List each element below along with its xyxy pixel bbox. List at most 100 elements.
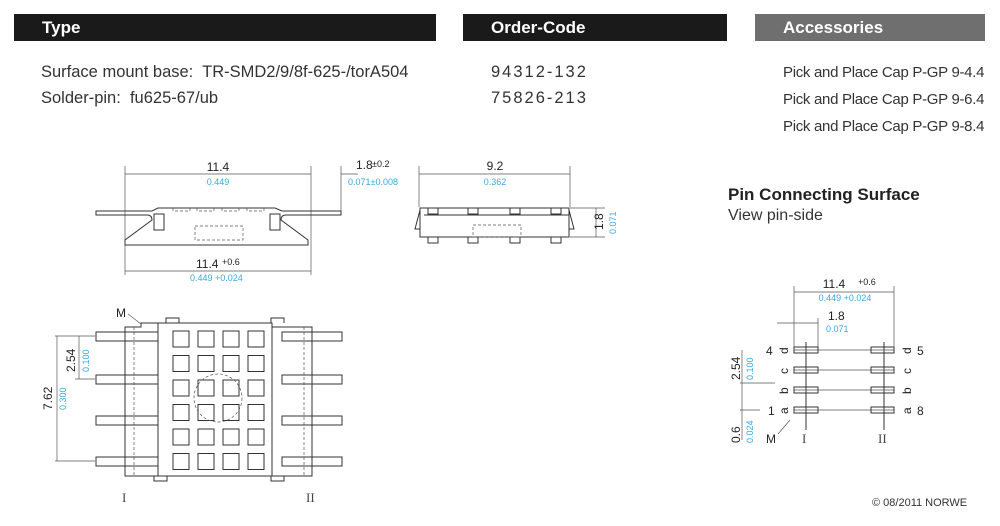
type-header: Type: [14, 14, 436, 41]
contact-cell: [222, 404, 240, 421]
offset-label: 0.6: [729, 426, 743, 443]
accessory-item: Pick and Place Cap P-GP 9-4.4: [783, 64, 985, 81]
lead-left: [95, 415, 159, 426]
contact-cell: [197, 330, 215, 348]
pin-pitch-label: 2.54: [729, 356, 743, 380]
contact-cell: [197, 404, 215, 421]
pin-side-i: I: [802, 431, 806, 446]
contact-cell: [197, 428, 215, 446]
pin-letter: b: [900, 387, 914, 394]
accessory-item: Pick and Place Cap P-GP 9-6.4: [783, 91, 985, 108]
lead-right: [281, 331, 343, 342]
lead-inch: 0.071±0.008: [348, 177, 398, 187]
contact-cell: [197, 379, 215, 397]
pin-letter: a: [900, 407, 914, 414]
copyright: © 08/2011 NORWE: [872, 497, 968, 509]
side-view-drawing: 11.4 0.449 1.8 ±0.2 0.071±0.008 11.4 +0.…: [95, 158, 398, 283]
contact-cell: [172, 355, 190, 372]
side-i-label: I: [122, 490, 126, 505]
contact-cell: [197, 453, 215, 470]
top-view-drawing: M 2.54 0.100 7.62 0.300 I II: [41, 306, 343, 505]
pin-side-ii: II: [878, 431, 887, 446]
end-height-inch: 0.071: [608, 211, 618, 234]
contact-cell: [222, 330, 240, 348]
pad-label: 1.8: [828, 309, 845, 323]
contact-cell: [172, 330, 190, 348]
pin-8-label: 8: [917, 404, 924, 418]
order-code-header: Order-Code: [463, 14, 727, 41]
order-code-1: 94312-132: [491, 63, 588, 81]
type-label: Surface mount base:: [41, 63, 194, 81]
contact-cell: [222, 453, 240, 470]
pin-surface-subtitle: View pin-side: [728, 207, 823, 224]
lead-left: [95, 374, 159, 385]
span-inch: 0.449 +0.024: [190, 273, 243, 283]
row-inch: 0.300: [58, 387, 68, 410]
end-width-label: 9.2: [487, 159, 504, 173]
offset-inch: 0.024: [745, 420, 755, 443]
pad-left: [793, 366, 819, 374]
contact-cell: [247, 355, 265, 372]
lead-right: [281, 456, 343, 467]
type-row-2: Solder-pin: fu625-67/ub: [41, 89, 218, 108]
contact-cell: [172, 379, 190, 397]
contact-cell: [197, 355, 215, 372]
contact-cell: [222, 428, 240, 446]
lead-left: [95, 331, 159, 342]
lead-tolerance: ±0.2: [372, 159, 389, 169]
span-label: 11.4: [196, 257, 219, 271]
contact-cell: [247, 404, 265, 421]
end-width-inch: 0.362: [484, 177, 507, 187]
lead-right: [281, 415, 343, 426]
pin-pitch-inch: 0.100: [745, 357, 755, 380]
lead-right: [281, 374, 343, 385]
span-tolerance: +0.6: [222, 257, 240, 267]
accessories-header: Accessories: [755, 14, 985, 41]
type-label: Solder-pin:: [41, 89, 121, 107]
pad-right: [870, 366, 895, 374]
side-ii-label: II: [306, 490, 315, 505]
accessory-item: Pick and Place Cap P-GP 9-8.4: [783, 118, 985, 135]
type-value: TR-SMD2/9/8f-625-/torA504: [202, 63, 409, 81]
contact-cell: [247, 330, 265, 348]
pin-letter: c: [900, 368, 914, 374]
lead-label: 1.8: [356, 158, 373, 172]
top-marker: M: [116, 306, 126, 320]
pad-left: [793, 386, 819, 394]
row-label: 7.62: [41, 386, 55, 410]
pin-4-label: 4: [766, 344, 773, 358]
pin-5-label: 5: [917, 344, 924, 358]
pitch-inch: 0.100: [81, 349, 91, 372]
pin-letter: d: [777, 347, 791, 354]
pad-right: [870, 386, 895, 394]
pad-right: [870, 406, 895, 414]
pin-surface-title: Pin Connecting Surface: [728, 185, 920, 204]
pin-letter: d: [900, 347, 914, 354]
pad-inch: 0.071: [826, 324, 849, 334]
side-width-label: 11.4: [207, 160, 230, 174]
contact-cell: [172, 453, 190, 470]
pin-letter: a: [777, 407, 791, 414]
pin-span-label: 11.4: [823, 277, 846, 291]
pin-1-label: 1: [768, 404, 775, 418]
contact-cell: [222, 379, 240, 397]
contact-cell: [172, 404, 190, 421]
pad-left: [793, 406, 819, 414]
pad-right: [870, 346, 895, 354]
contact-cell: [247, 379, 265, 397]
end-height-label: 1.8: [592, 213, 606, 230]
contact-cell: [247, 453, 265, 470]
pin-marker: M: [766, 432, 776, 446]
pin-letter: c: [777, 368, 791, 374]
end-view-drawing: 9.2 0.362 1.8 0.071: [414, 159, 618, 244]
order-code-2: 75826-213: [491, 89, 588, 107]
pin-span-inch: 0.449 +0.024: [819, 293, 872, 303]
contact-cell: [172, 428, 190, 446]
pad-left: [793, 346, 819, 354]
side-width-inch: 0.449: [207, 177, 230, 187]
pin-span-tolerance: +0.6: [858, 277, 876, 287]
pitch-label: 2.54: [64, 348, 78, 372]
